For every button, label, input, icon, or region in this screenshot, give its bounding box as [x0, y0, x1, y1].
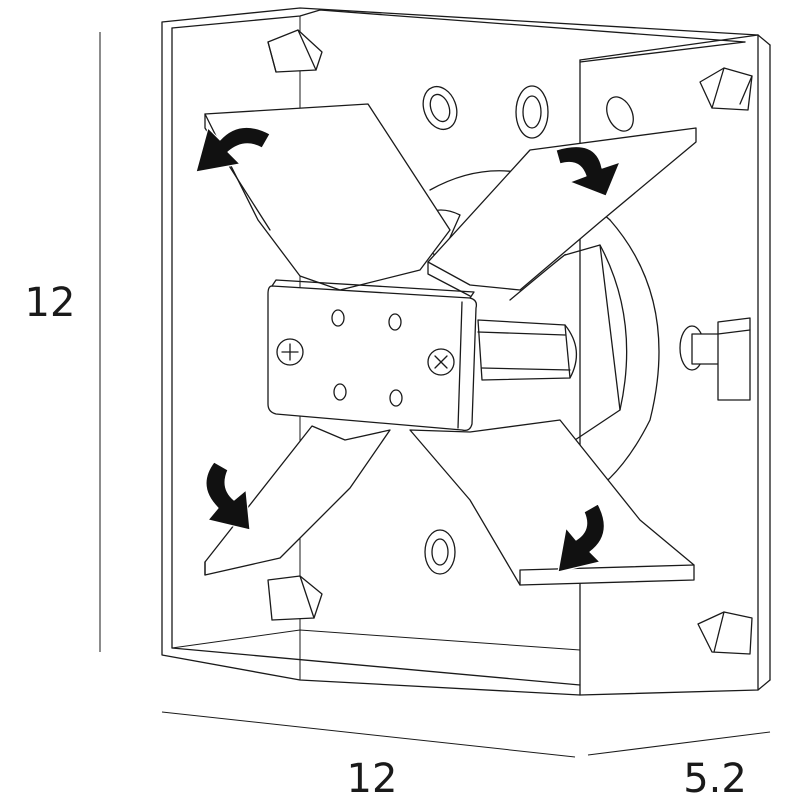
clip-bottom-right [697, 611, 753, 655]
mounting-plate [267, 279, 478, 432]
rotate-arrow-top-left-icon [195, 126, 271, 173]
rotate-arrow-bottom-left-icon [205, 461, 251, 531]
height-dimension-label: 12 [25, 280, 76, 326]
clip-top-left [267, 29, 323, 73]
screw-right [427, 348, 455, 376]
width-dimension-label: 12 [347, 756, 398, 800]
corner-clips [267, 29, 753, 655]
mounting-holes [422, 85, 634, 575]
depth-dimension-label: 5.2 [683, 756, 747, 800]
dimension-lines [99, 32, 771, 758]
rotation-arrows [195, 126, 621, 573]
rotate-arrow-top-right-icon [555, 146, 621, 197]
side-knob [679, 317, 751, 401]
screw-left [276, 338, 304, 366]
center-post [477, 319, 577, 381]
clip-top-right [699, 67, 753, 111]
clip-bottom-left [267, 575, 323, 621]
rotate-arrow-bottom-right-icon [557, 503, 605, 573]
bracket-arms [204, 103, 697, 586]
